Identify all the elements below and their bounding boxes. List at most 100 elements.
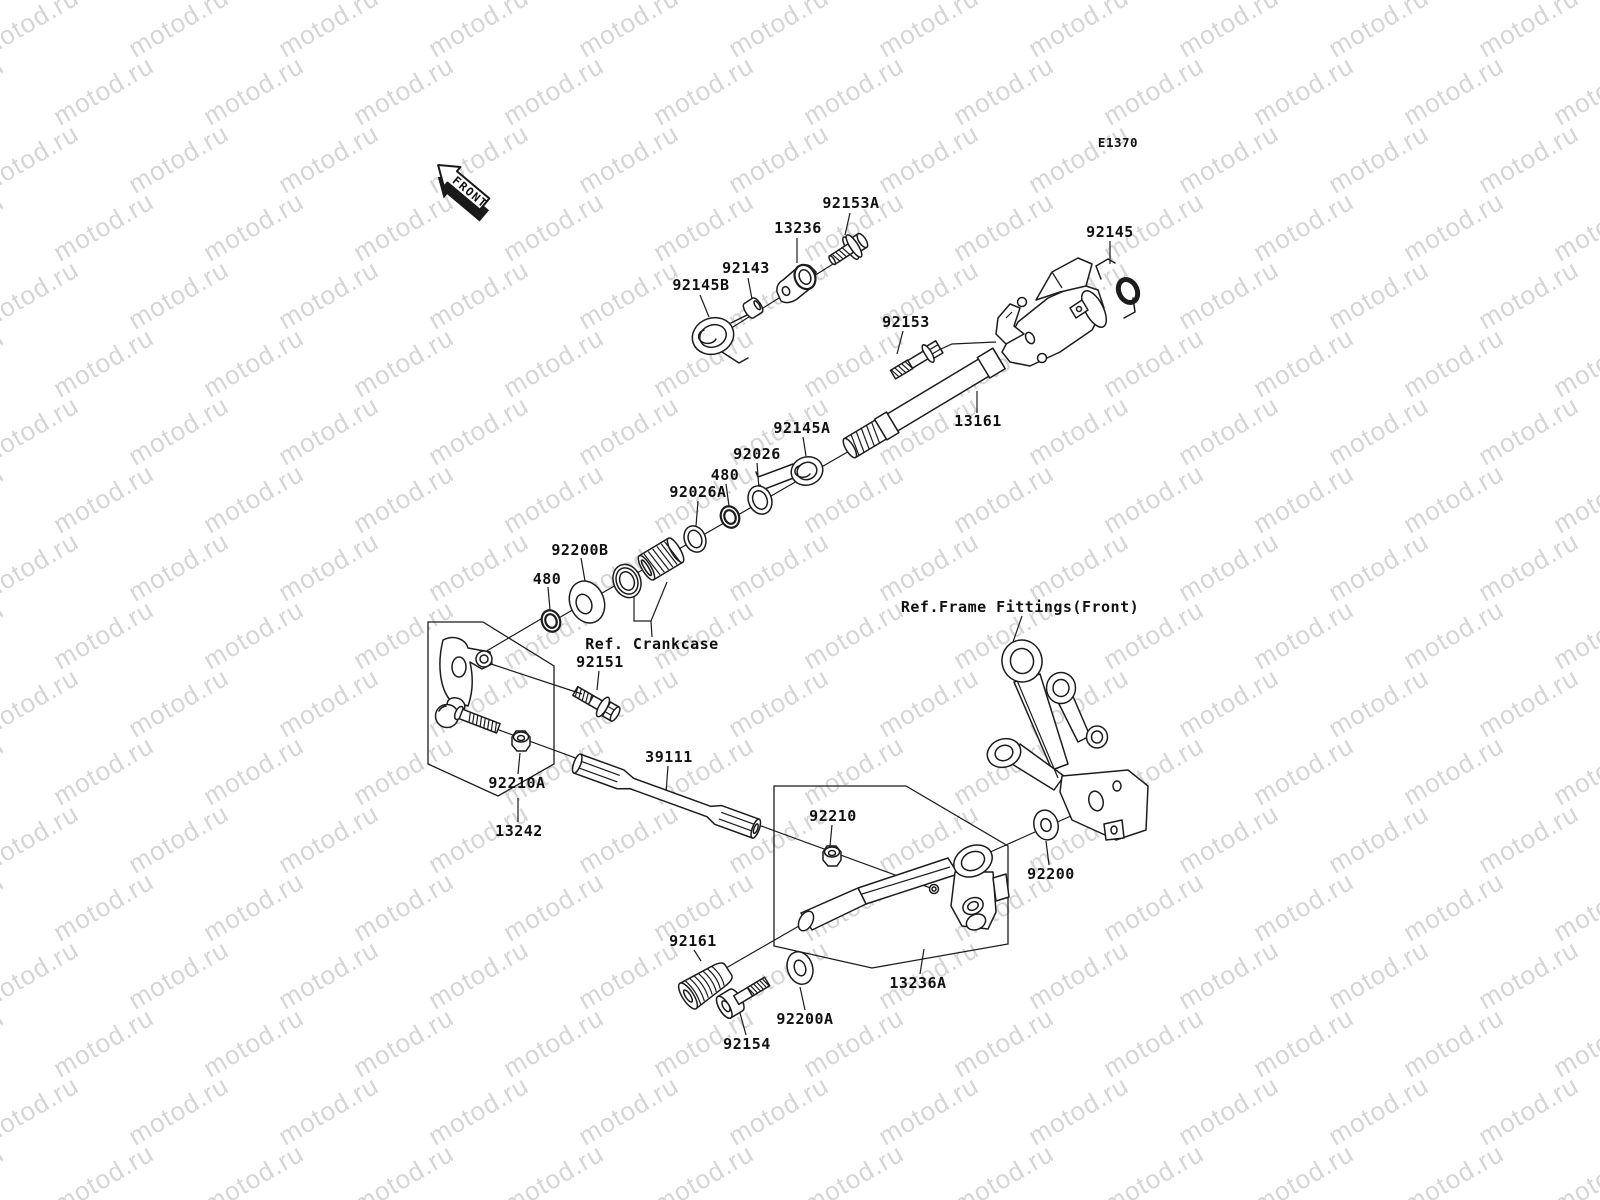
watermark-text: motod.ru bbox=[123, 934, 234, 1015]
watermark-text: motod.ru bbox=[273, 1070, 384, 1151]
watermark-text: motod.ru bbox=[948, 1138, 1059, 1200]
part-92210-locknut bbox=[822, 845, 842, 867]
part-label-13236: 13236 bbox=[774, 219, 822, 237]
part-92153A-bolt bbox=[828, 232, 869, 266]
watermark-text: motod.ru bbox=[1248, 1002, 1359, 1083]
watermark-text: motod.ru bbox=[1098, 322, 1209, 403]
watermark-text: motod.ru bbox=[1548, 1138, 1600, 1200]
part-92153-bolt bbox=[889, 340, 944, 380]
watermark-text: motod.ru bbox=[1098, 458, 1209, 539]
part-label-92145A: 92145A bbox=[773, 419, 830, 437]
watermark-text: motod.ru bbox=[198, 1002, 309, 1083]
watermark-text: motod.ru bbox=[1323, 118, 1434, 199]
watermark-text: motod.ru bbox=[1473, 390, 1584, 471]
watermark-text: motod.ru bbox=[1173, 1070, 1284, 1151]
watermark-text: motod.ru bbox=[123, 254, 234, 335]
watermark-text: motod.ru bbox=[573, 798, 684, 879]
watermark-text: motod.ru bbox=[1473, 254, 1584, 335]
watermark-text: motod.ru bbox=[0, 390, 84, 471]
watermark-text: motod.ru bbox=[1548, 866, 1600, 947]
watermark-text: motod.ru bbox=[723, 526, 834, 607]
watermark-text: motod.ru bbox=[1398, 186, 1509, 267]
watermark-text: motod.ru bbox=[48, 1002, 159, 1083]
watermark-text: motod.ru bbox=[198, 1138, 309, 1200]
part-92143-bushing bbox=[742, 297, 764, 319]
part-labels: E137092153A132369214392145B9214592153131… bbox=[488, 135, 1138, 1053]
watermark-text: motod.ru bbox=[1098, 866, 1209, 947]
part-13236-lever bbox=[776, 263, 817, 304]
part-label-92154: 92154 bbox=[723, 1035, 771, 1053]
watermark-text: motod.ru bbox=[1473, 118, 1584, 199]
part-label-39111: 39111 bbox=[645, 748, 693, 766]
part-label-ref-crankcase: Ref. Crankcase bbox=[585, 635, 718, 653]
watermark-text: motod.ru bbox=[1548, 1002, 1600, 1083]
watermark-text: motod.ru bbox=[1548, 186, 1600, 267]
watermark-text: motod.ru bbox=[0, 594, 9, 675]
watermark-text: motod.ru bbox=[0, 0, 84, 63]
watermark-text: motod.ru bbox=[498, 1002, 609, 1083]
watermark-text: motod.ru bbox=[1173, 526, 1284, 607]
part-label-480-b: 480 bbox=[533, 570, 562, 588]
watermark-text: motod.ru bbox=[273, 390, 384, 471]
watermark-text: motod.ru bbox=[0, 526, 84, 607]
watermark-text: motod.ru bbox=[498, 322, 609, 403]
watermark-text: motod.ru bbox=[423, 390, 534, 471]
part-label-92153: 92153 bbox=[882, 313, 930, 331]
part-13236A-pedal bbox=[797, 844, 1010, 932]
watermark-text: motod.ru bbox=[1098, 1138, 1209, 1200]
watermark-text: motod.ru bbox=[723, 118, 834, 199]
watermark-text: motod.ru bbox=[48, 594, 159, 675]
part-label-92145: 92145 bbox=[1086, 223, 1134, 241]
watermark-text: motod.ru bbox=[198, 186, 309, 267]
watermark-text: motod.ru bbox=[948, 1002, 1059, 1083]
watermark-text: motod.ru bbox=[48, 1138, 159, 1200]
part-39111-rod bbox=[571, 753, 762, 839]
watermark-text: motod.ru bbox=[1023, 1070, 1134, 1151]
part-label-92143: 92143 bbox=[722, 259, 770, 277]
part-label-13161: 13161 bbox=[954, 412, 1002, 430]
watermark-text: motod.ru bbox=[798, 594, 909, 675]
part-13161-shaft bbox=[842, 257, 1108, 459]
watermark-text: motod.ru bbox=[423, 118, 534, 199]
watermark-text: motod.ru bbox=[198, 866, 309, 947]
watermark-text: motod.ru bbox=[1173, 934, 1284, 1015]
watermark-text: motod.ru bbox=[1173, 662, 1284, 743]
watermark-text: motod.ru bbox=[123, 1070, 234, 1151]
watermark-text: motod.ru bbox=[648, 186, 759, 267]
watermark-text: motod.ru bbox=[273, 526, 384, 607]
part-label-92210: 92210 bbox=[809, 807, 857, 825]
watermark-text: motod.ru bbox=[1173, 254, 1284, 335]
watermark-text: motod.ru bbox=[1323, 662, 1434, 743]
watermark-text: motod.ru bbox=[1323, 390, 1434, 471]
part-label-page-code: E1370 bbox=[1098, 135, 1138, 150]
watermark-text: motod.ru bbox=[348, 458, 459, 539]
watermark-text: motod.ru bbox=[1323, 934, 1434, 1015]
watermark-text: motod.ru bbox=[48, 866, 159, 947]
watermark-text: motod.ru bbox=[123, 662, 234, 743]
part-needle-bearing bbox=[637, 537, 685, 581]
watermark-text: motod.ru bbox=[1398, 1002, 1509, 1083]
watermark-text: motod.ru bbox=[273, 118, 384, 199]
watermark-text: motod.ru bbox=[498, 458, 609, 539]
watermark-text: motod.ru bbox=[0, 798, 84, 879]
part-13242-arm bbox=[434, 636, 531, 752]
watermark-text: motod.ru bbox=[198, 458, 309, 539]
watermark-text: motod.ru bbox=[0, 934, 84, 1015]
watermark-text: motod.ru bbox=[0, 322, 9, 403]
watermark-text: motod.ru bbox=[1323, 254, 1434, 335]
watermark-text: motod.ru bbox=[1398, 322, 1509, 403]
watermark-text: motod.ru bbox=[573, 934, 684, 1015]
watermark-text: motod.ru bbox=[1248, 186, 1359, 267]
part-label-92200: 92200 bbox=[1027, 865, 1075, 883]
part-label-92200A: 92200A bbox=[776, 1010, 833, 1028]
watermark-text: motod.ru bbox=[1548, 730, 1600, 811]
watermark-text: motod.ru bbox=[273, 662, 384, 743]
watermark-text: motod.ru bbox=[723, 1070, 834, 1151]
watermark-text: motod.ru bbox=[1248, 594, 1359, 675]
watermark-text: motod.ru bbox=[0, 662, 84, 743]
watermark-text: motod.ru bbox=[123, 526, 234, 607]
watermark-text: motod.ru bbox=[573, 254, 684, 335]
watermark-text: motod.ru bbox=[273, 934, 384, 1015]
